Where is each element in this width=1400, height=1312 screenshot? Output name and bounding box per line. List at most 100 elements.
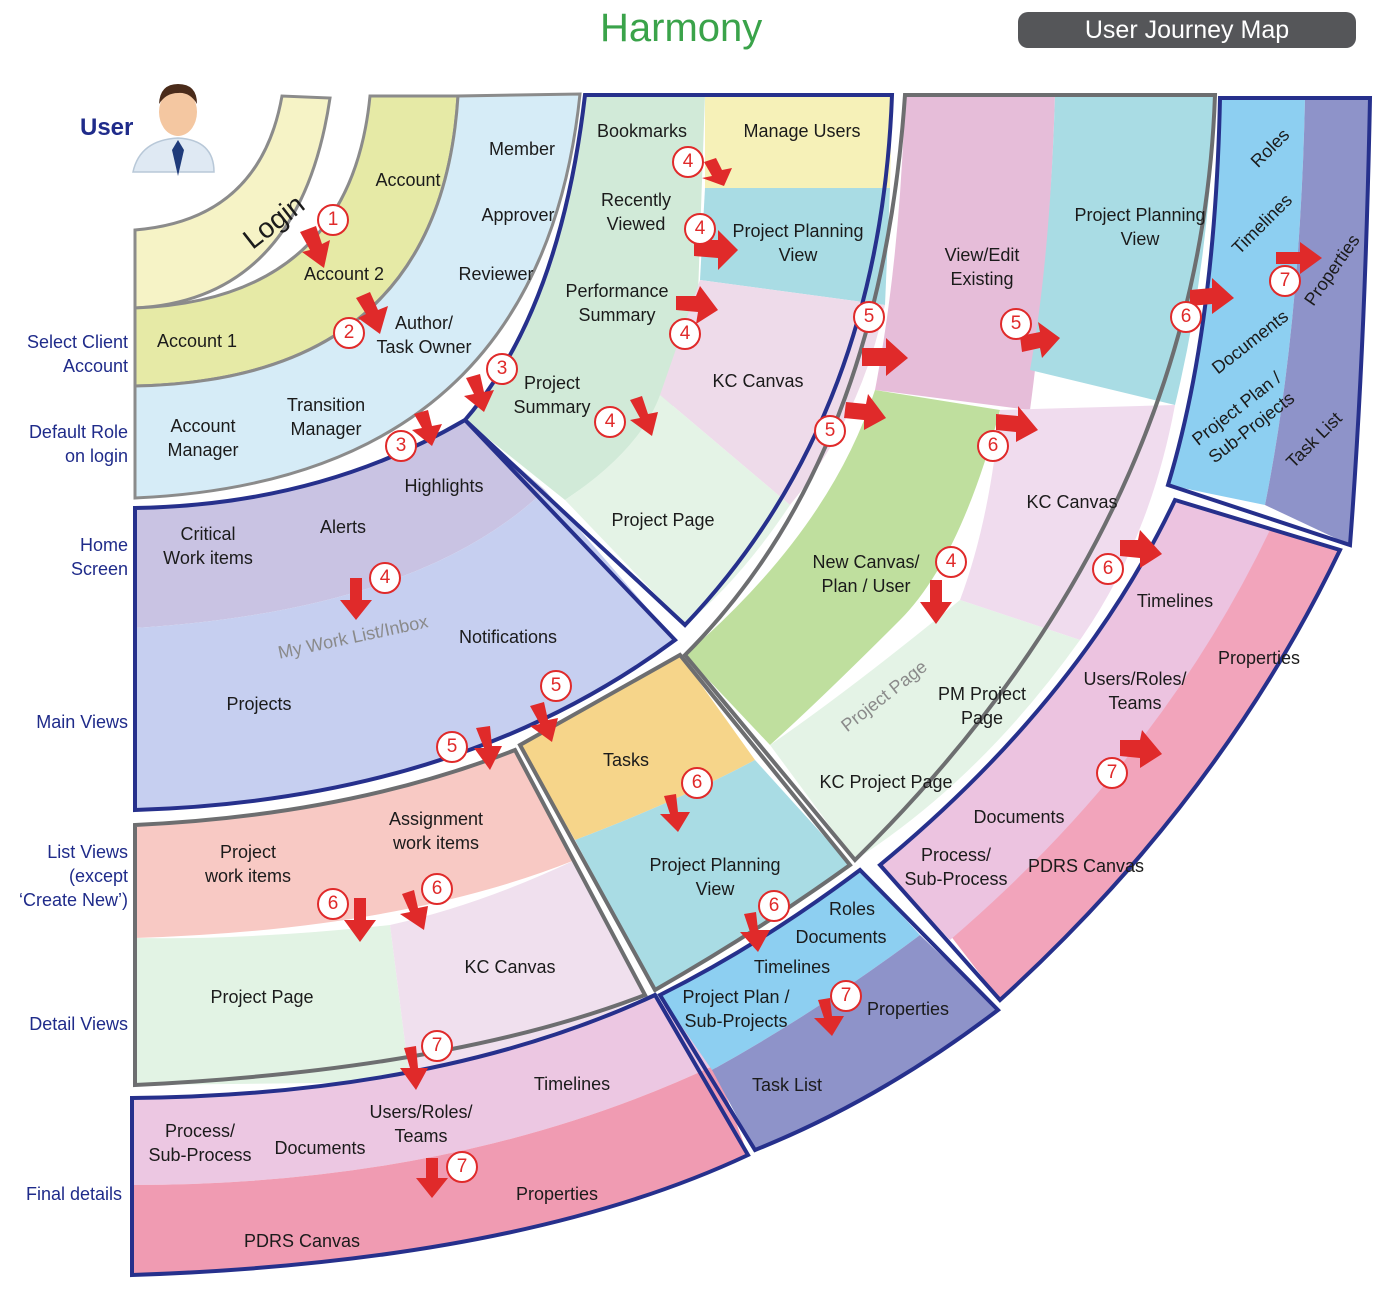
step-marker: 7: [1269, 265, 1301, 297]
user-avatar: [132, 84, 215, 176]
ring-detail-left: [135, 925, 410, 1085]
node-timelines-final: Timelines: [533, 1074, 611, 1094]
arrow: [340, 578, 372, 620]
step-marker: 7: [421, 1030, 453, 1062]
node-process-final: Process/ Sub-Process: [148, 1121, 252, 1165]
node-process-arc: Process/ Sub-Process: [904, 845, 1008, 889]
node-ppv-bottom: Project Planning View: [649, 855, 781, 899]
mid-kc: [660, 280, 885, 505]
node-properties-bottom: Properties: [866, 999, 950, 1019]
arrow: [702, 158, 732, 186]
ring-detail-right: [390, 860, 645, 1082]
node-transition-manager: Transition Manager: [286, 395, 366, 439]
node-recently-viewed: Recently Viewed: [600, 190, 672, 234]
node-documents-bottom: Documents: [795, 927, 887, 947]
step-marker: 6: [681, 767, 713, 799]
node-users-roles-arc: Users/Roles/ Teams: [1083, 669, 1187, 713]
mid-manage: [705, 95, 892, 188]
arrow: [740, 912, 770, 952]
step-marker: 4: [935, 546, 967, 578]
node-kc-project-page: KC Project Page: [819, 772, 953, 792]
node-task-list-bottom: Task List: [751, 1075, 823, 1095]
node-kc-canvas-right: KC Canvas: [1026, 492, 1118, 512]
node-performance-summary: Performance Summary: [565, 281, 669, 325]
row-label-list-views: List Views (except ‘Create New’): [18, 842, 128, 910]
arrow: [416, 1158, 448, 1198]
rc-kc: [960, 405, 1175, 640]
node-reviewer: Reviewer: [458, 264, 534, 284]
step-marker: 5: [1000, 308, 1032, 340]
arrow: [844, 394, 886, 430]
node-account-manager: Account Manager: [167, 416, 239, 460]
ring-login: [133, 94, 332, 310]
arrow: [1190, 278, 1234, 314]
step-marker: 6: [977, 430, 1009, 462]
arrow: [1020, 322, 1060, 358]
step-marker: 4: [672, 146, 704, 178]
mid-col1: [465, 95, 705, 500]
step-marker: 4: [369, 562, 401, 594]
fr-left: [1168, 98, 1305, 505]
ring-main: [135, 490, 675, 810]
arrow: [464, 374, 494, 412]
row-label-home: Home Screen: [70, 535, 128, 579]
arrow: [530, 702, 558, 742]
row-label-select-client: Select Client Account: [26, 332, 128, 376]
node-properties-arc: Properties: [1217, 648, 1301, 668]
step-marker: 6: [317, 888, 349, 920]
arrow: [630, 396, 658, 436]
list-detail-border: [133, 747, 648, 1088]
node-notifications: Notifications: [458, 627, 558, 647]
node-tasks: Tasks: [602, 750, 650, 770]
node-highlights: Highlights: [404, 476, 484, 496]
node-ppv-top: Project Planning View: [732, 221, 864, 265]
node-view-edit-existing: View/Edit Existing: [944, 245, 1020, 289]
arrow: [920, 580, 952, 624]
step-marker: 6: [758, 890, 790, 922]
page-title: Harmony: [600, 6, 763, 50]
arrow: [400, 890, 428, 930]
arrow: [660, 794, 690, 832]
step-marker: 1: [317, 204, 349, 236]
step-marker: 7: [830, 980, 862, 1012]
arrow: [1276, 242, 1322, 274]
fr-right: [1265, 98, 1370, 545]
step-marker: 7: [1096, 757, 1128, 789]
node-project-work-items: Project work items: [204, 842, 292, 886]
arrow: [996, 406, 1038, 442]
rc-ppv: [1030, 95, 1215, 405]
arc-border: [877, 497, 1343, 1003]
row-label-detail-views: Detail Views: [29, 1014, 128, 1034]
row-label-final-details: Final details: [25, 1184, 122, 1204]
node-bookmarks: Bookmarks: [596, 121, 688, 141]
fr-border: [1165, 96, 1373, 548]
node-ppv-right: Project Planning View: [1074, 205, 1206, 249]
arrow: [1120, 530, 1162, 568]
map-type-badge: User Journey Map: [1018, 12, 1356, 48]
arrow: [344, 898, 376, 942]
mid-border: [462, 93, 895, 628]
step-marker: 4: [594, 406, 626, 438]
step-marker: 6: [1170, 301, 1202, 333]
node-pm-project-page: PM Project Page: [937, 684, 1027, 728]
node-documents-final: Documents: [274, 1138, 366, 1158]
node-account-2: Account 2: [303, 264, 385, 284]
arc-inner-pink: [880, 500, 1270, 940]
ring-list: [135, 750, 575, 938]
node-users-roles-final: Users/Roles/ Teams: [369, 1102, 473, 1146]
step-marker: 5: [814, 415, 846, 447]
node-pdrs-final: PDRS Canvas: [243, 1231, 361, 1251]
bc-ppv: [575, 760, 850, 990]
step-marker: 6: [1092, 553, 1124, 585]
arrow: [474, 726, 502, 770]
node-project-page-bottom: Project Page: [210, 987, 314, 1007]
arrow: [400, 1046, 428, 1090]
bb-border: [657, 867, 1002, 1153]
flow-arrows: [300, 158, 1322, 1198]
final-border: [130, 992, 751, 1278]
node-properties-final: Properties: [515, 1184, 599, 1204]
node-new-canvas: New Canvas/ Plan / User: [812, 552, 920, 596]
bb-left: [660, 870, 920, 1070]
rc-new-canvas: [685, 390, 1000, 745]
